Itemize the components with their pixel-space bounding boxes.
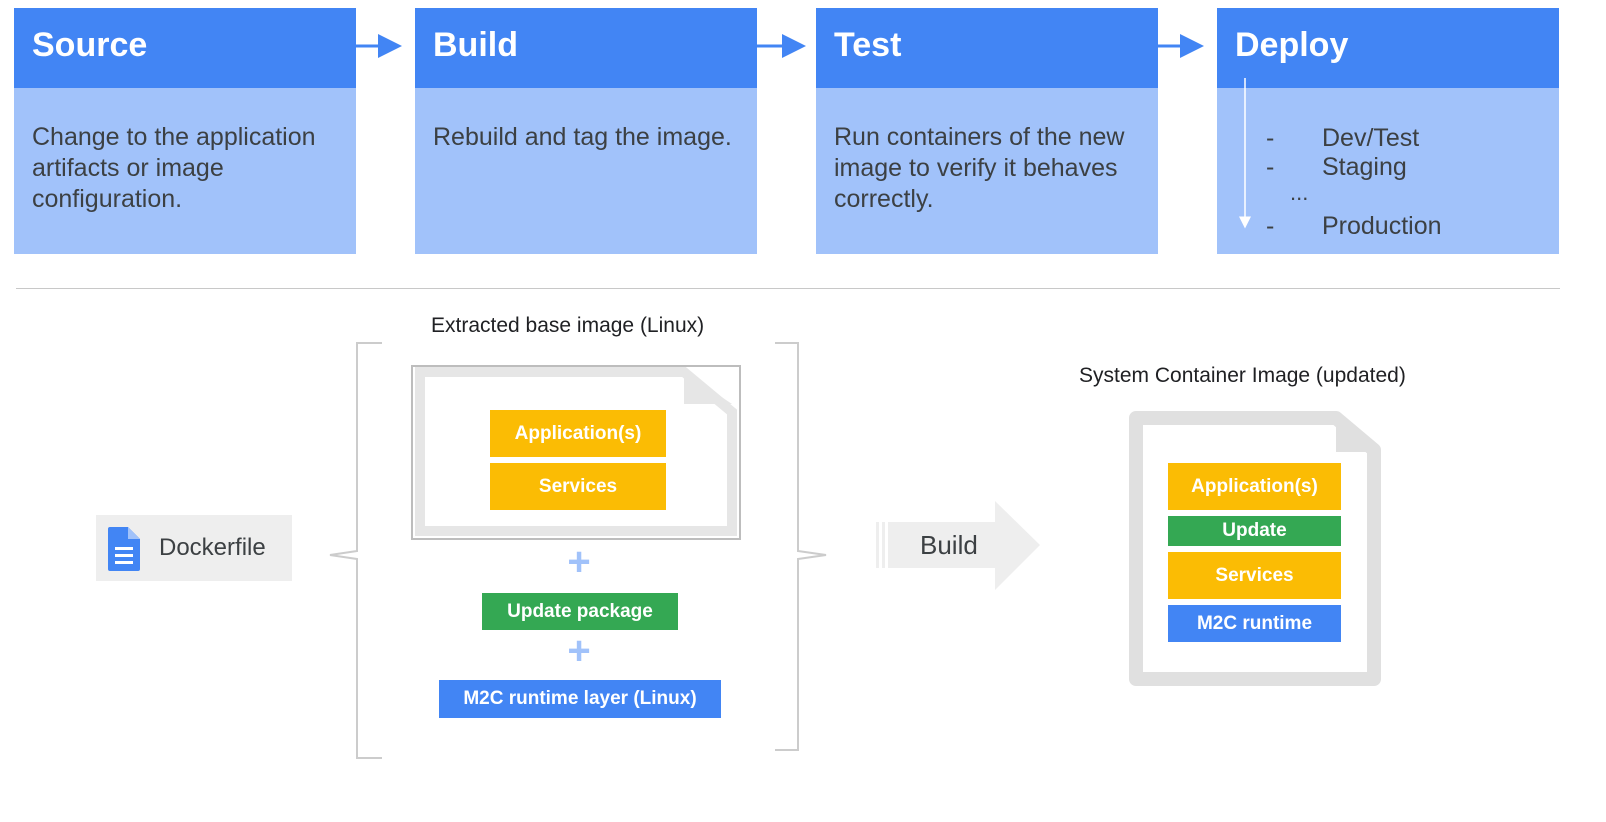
build-arrow-stripe-2: [882, 522, 885, 568]
build-arrow-stripe-1: [876, 522, 879, 568]
base-layer-services: Services: [490, 463, 666, 510]
deploy-env-bullet-0: -: [1266, 124, 1275, 152]
deploy-env-bullet-1: -: [1266, 153, 1275, 181]
base-layer-applications: Application(s): [490, 410, 666, 457]
plus-sign-2: +: [567, 629, 591, 673]
result-image-title: System Container Image (updated): [1079, 364, 1406, 387]
build-arrow-label: Build: [920, 530, 978, 560]
dockerfile-card: Dockerfile: [96, 515, 292, 581]
runtime-layer: M2C runtime layer (Linux): [439, 680, 721, 718]
deploy-env-production: Production: [1322, 212, 1442, 240]
base-image-title: Extracted base image (Linux): [431, 314, 705, 337]
result-layer-services: Services: [1168, 552, 1341, 599]
build-arrow-shape: [888, 501, 1040, 590]
pipeline-connectors: [356, 34, 1251, 229]
plus-sign-1: +: [567, 540, 591, 584]
result-layer-applications: Application(s): [1168, 463, 1341, 510]
stage-build-body: Rebuild and tag the image.: [415, 88, 757, 254]
left-brace: [329, 342, 382, 759]
section-divider: [16, 288, 1560, 289]
result-layer-runtime: M2C runtime: [1168, 605, 1341, 642]
result-layer-update: Update: [1168, 516, 1341, 546]
stage-build-title: Build: [415, 8, 757, 88]
stage-deploy-body: [1217, 88, 1559, 254]
base-image-fold: [684, 372, 732, 404]
result-image-fold: [1336, 418, 1374, 452]
deploy-env-staging: Staging: [1322, 153, 1407, 181]
stage-deploy-title: Deploy: [1217, 8, 1559, 88]
right-brace: [775, 342, 827, 751]
stage-source-title: Source: [14, 8, 356, 88]
update-package-layer: Update package: [482, 593, 678, 630]
stage-test-title: Test: [816, 8, 1158, 88]
deploy-env-bullet-2: -: [1266, 212, 1275, 240]
deploy-env-dev-test: Dev/Test: [1322, 124, 1420, 152]
stage-source-body: Change to the application artifacts or i…: [14, 88, 356, 254]
dockerfile-label: Dockerfile: [159, 534, 266, 561]
deploy-env-ellipsis: ...: [1290, 180, 1309, 205]
base-image-outline: [411, 365, 741, 540]
stage-test-body: Run containers of the new image to verif…: [816, 88, 1158, 254]
document-icon: [108, 527, 140, 571]
